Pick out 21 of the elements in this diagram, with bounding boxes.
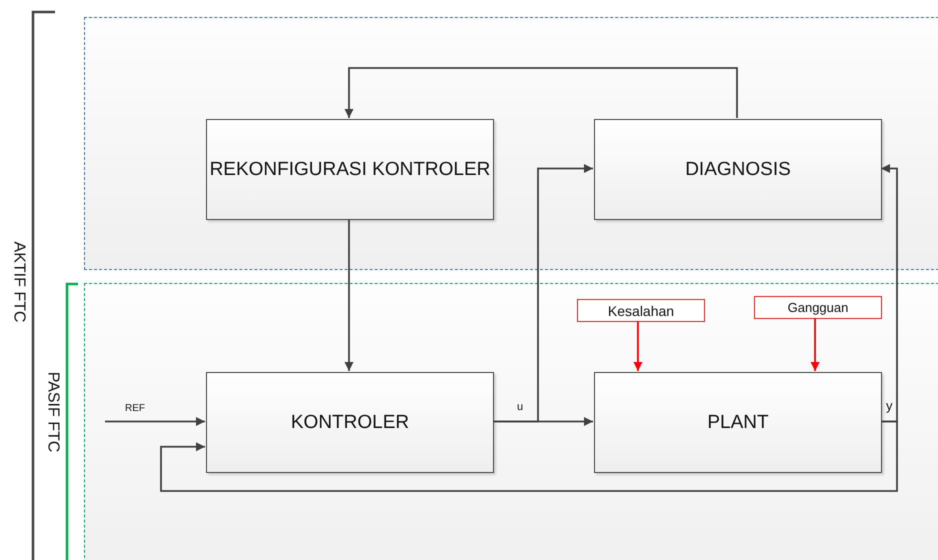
signal-box: Kesalahan [577,299,705,322]
edge-label: REF [125,403,145,414]
arrow [105,417,205,426]
arrow [493,164,593,422]
arrow [633,321,642,371]
process-box: PLANT [594,372,882,473]
arrow [810,318,820,371]
arrow [344,219,354,371]
signal-box: Gangguan [754,296,882,319]
arrow [160,420,898,492]
arrow [344,67,738,118]
process-box: KONTROLER [206,372,494,473]
side-label: PASIF FTC [42,372,61,452]
dashed-region [84,283,938,560]
side-label: AKTIF FTC [8,242,27,322]
dashed-region [84,17,938,270]
edge-label: y [886,398,892,413]
process-box: REKONFIGURASI KONTROLER [206,119,494,220]
edge-label: u [517,401,524,413]
arrow [881,164,898,422]
process-box: DIAGNOSIS [594,119,882,220]
